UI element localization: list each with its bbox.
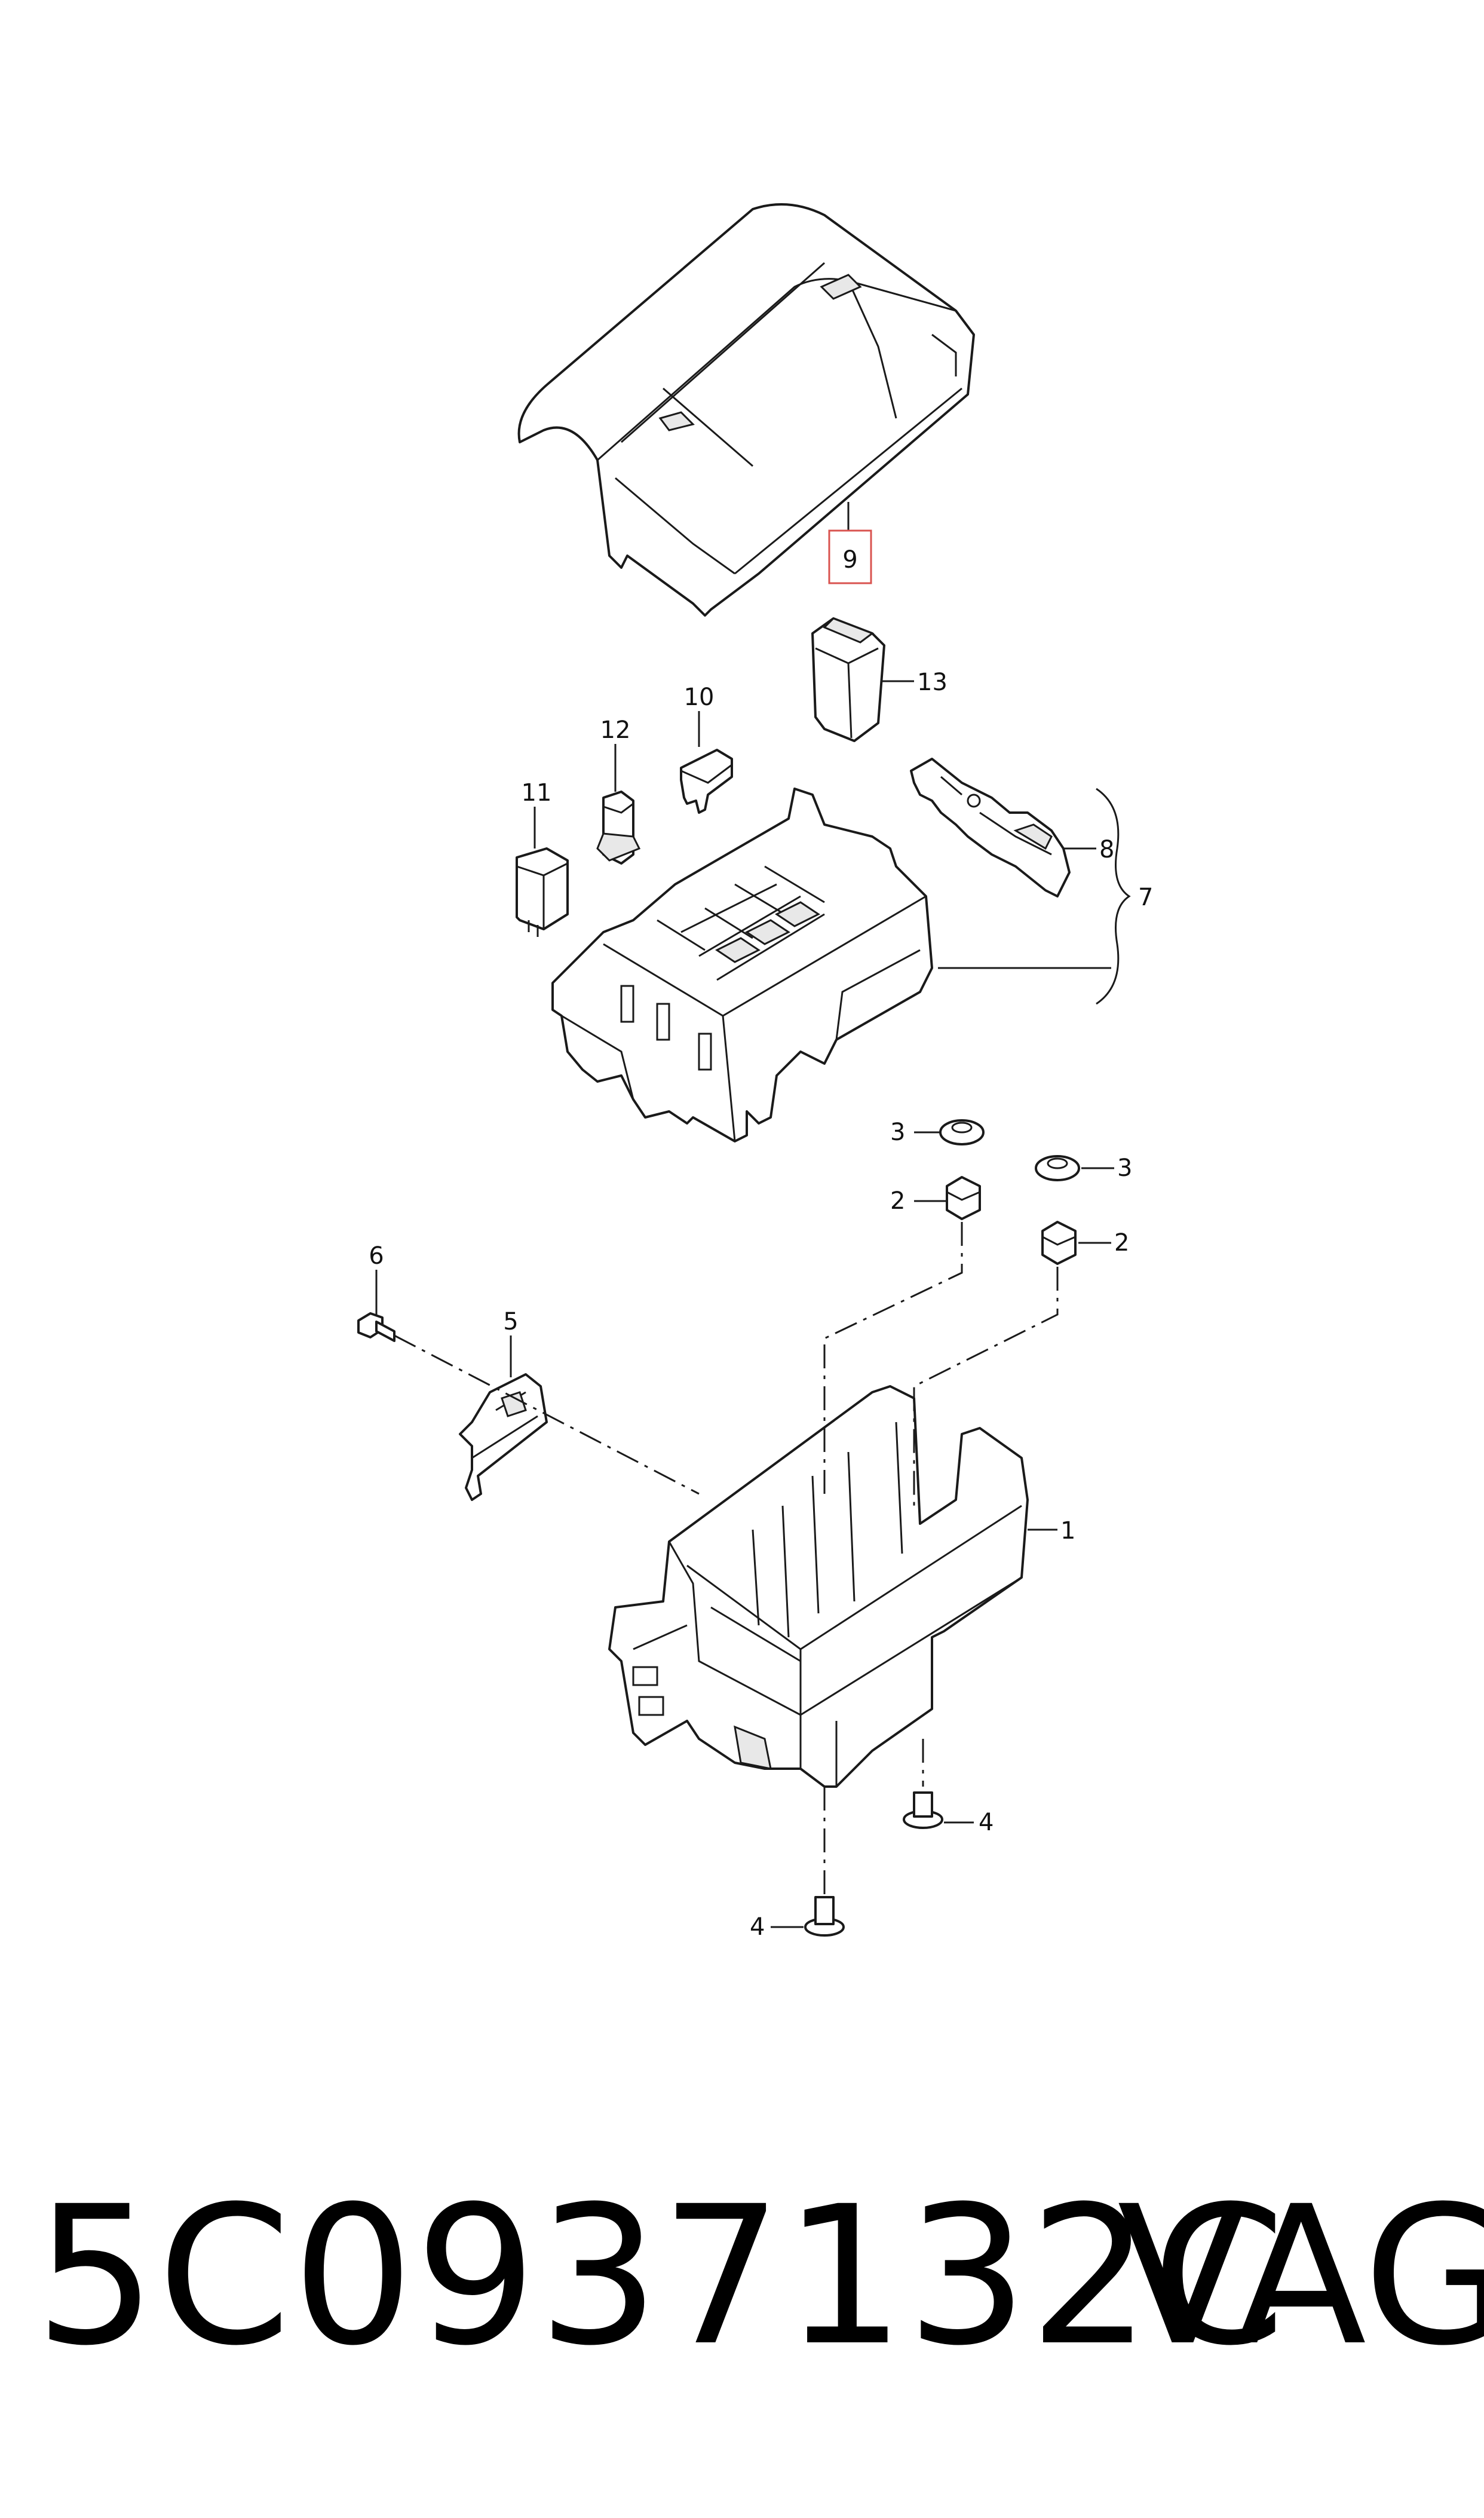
callout-2a[interactable]: 2 — [890, 1187, 905, 1215]
callout-5[interactable]: 5 — [503, 1308, 518, 1335]
callout-7[interactable]: 7 — [1138, 884, 1153, 911]
relay[interactable] — [516, 847, 569, 937]
nut-left[interactable] — [946, 1176, 981, 1220]
washer-upper-left[interactable] — [939, 1119, 985, 1145]
callouts: 9 13 10 12 11 8 7 3 2 3 2 6 5 1 4 4 — [369, 529, 1153, 1941]
screw-right[interactable] — [903, 1791, 943, 1829]
nut-right[interactable] — [1041, 1221, 1077, 1265]
callout-8[interactable]: 8 — [1099, 836, 1114, 863]
mini-relay[interactable] — [596, 791, 641, 865]
callout-1[interactable]: 1 — [1060, 1517, 1075, 1545]
fuse-relay-carrier[interactable] — [551, 788, 933, 1142]
fuse-box-housing[interactable] — [608, 1385, 1029, 1788]
callout-4a[interactable]: 4 — [979, 1809, 994, 1836]
callout-9-highlight — [828, 529, 872, 584]
fuse-box-cover[interactable] — [517, 203, 975, 617]
callout-11[interactable]: 11 — [522, 779, 552, 807]
callout-6[interactable]: 6 — [369, 1242, 384, 1270]
assembly-lines — [394, 1222, 1059, 1894]
callout-13[interactable]: 13 — [917, 669, 948, 696]
bus-bar-bracket[interactable] — [910, 758, 1071, 897]
part-number: 5C0937132C — [35, 2165, 1287, 2388]
callout-2b[interactable]: 2 — [1114, 1229, 1129, 1257]
callout-12[interactable]: 12 — [600, 716, 631, 744]
screw-left[interactable] — [804, 1896, 845, 1937]
bolt[interactable] — [357, 1312, 395, 1342]
maxi-fuse[interactable] — [811, 617, 885, 742]
blade-fuse[interactable] — [680, 749, 733, 814]
mounting-clip[interactable] — [459, 1373, 548, 1501]
callout-10[interactable]: 10 — [684, 684, 715, 711]
callout-4b[interactable]: 4 — [750, 1913, 765, 1941]
callout-3b[interactable]: 3 — [1117, 1154, 1132, 1182]
washer-upper-right[interactable] — [1035, 1155, 1080, 1181]
callout-3a[interactable]: 3 — [890, 1119, 905, 1146]
exploded-parts-diagram: 9 13 10 12 11 8 7 3 2 3 2 6 5 1 4 4 — [357, 203, 1153, 1941]
leader-lines — [375, 502, 1131, 1928]
callout-9[interactable]: 9 — [842, 546, 857, 574]
brand-name: VAG — [1117, 2165, 1484, 2388]
